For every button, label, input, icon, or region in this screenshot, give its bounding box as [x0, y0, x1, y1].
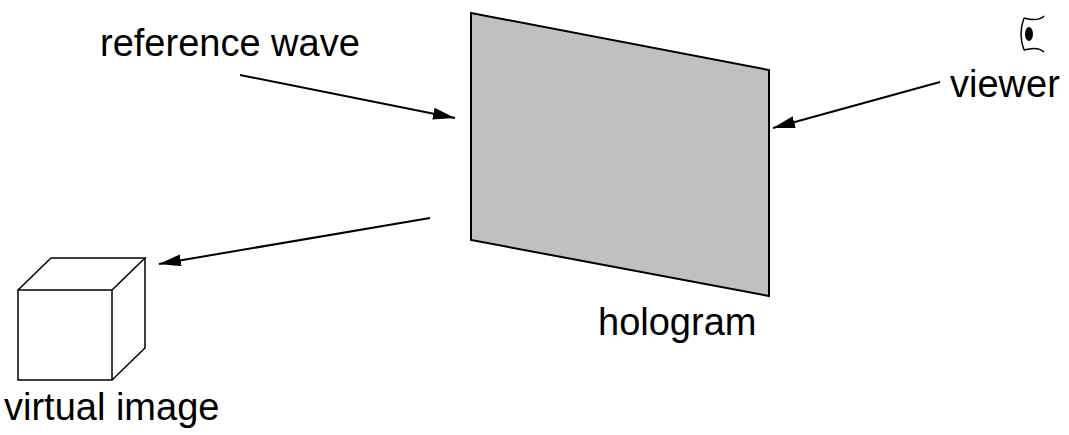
reference-wave-arrow [240, 75, 455, 118]
hologram-outline [471, 13, 769, 296]
viewer-eye: viewer [948, 10, 1064, 105]
annotation-label: reference wave [100, 24, 360, 62]
free-label-holder: reference wave [100, 24, 360, 62]
hologram-plate-shape [470, 12, 770, 297]
cube-outline [18, 258, 145, 380]
node-label: viewer [950, 65, 1060, 103]
virtual-image-cube-shape [18, 258, 145, 380]
arrow-connector [159, 218, 430, 264]
node-label: virtual image [4, 388, 219, 426]
arrow-connector [773, 82, 940, 128]
virtual-image-cube: virtual image [18, 258, 145, 380]
eye-icon [1021, 16, 1044, 52]
hologram-plate: hologram [470, 12, 770, 297]
node-label: hologram [598, 303, 756, 341]
